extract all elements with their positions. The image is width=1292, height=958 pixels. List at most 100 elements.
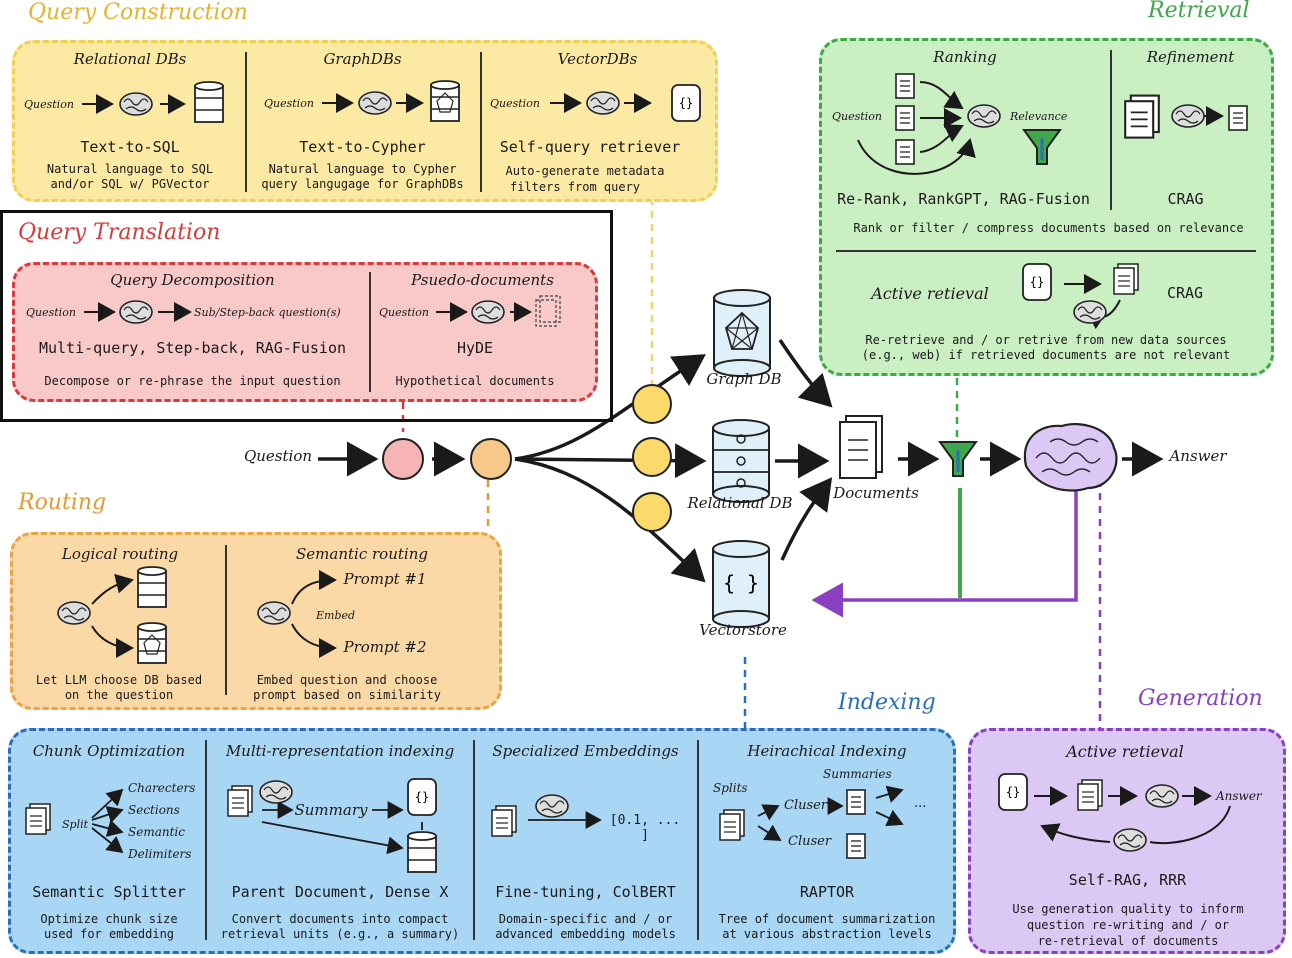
generation-title: Generation <box>1138 686 1263 711</box>
prompt-2: Prompt #2 <box>343 638 427 656</box>
chunk-desc-1: Optimize chunk size <box>40 912 178 926</box>
text-to-sql-desc-1: Natural language to SQL <box>46 162 214 176</box>
cluster-1-label: Cluser <box>784 798 828 813</box>
vectorstore-icon: { } <box>712 540 770 628</box>
construction-node-3 <box>632 492 672 532</box>
relational-db-icon <box>712 419 770 503</box>
active-desc-2: (e.g., web) if retrieved documents are n… <box>861 348 1231 362</box>
self-query-retriever: Self-query retriever <box>499 138 681 156</box>
rank-desc: Rank or filter / compress documents base… <box>853 221 1244 235</box>
embedding-vector: [0.1, ... ] <box>609 813 681 843</box>
graphdbs-title: GraphDBs <box>323 50 402 68</box>
cluster-2-label: Cluser <box>788 834 832 849</box>
qt-question-1: Question <box>26 306 76 319</box>
self-query-desc-1: Auto-generate metadata <box>505 164 665 178</box>
vectordbs-title: VectorDBs <box>557 50 638 68</box>
documents-icon <box>839 415 883 479</box>
logical-routing-title: Logical routing <box>61 545 179 563</box>
rerank-methods: Re-Rank, RankGPT, RAG-Fusion <box>837 190 1090 208</box>
hier-desc-1: Tree of document summarization <box>718 912 936 926</box>
chunk-optimization-title: Chunk Optimization <box>32 742 186 760</box>
text-to-sql-desc-2: and/or SQL w/ PGVector <box>50 177 210 191</box>
documents-label: Documents <box>833 484 919 502</box>
retrieval-title: Retrieval <box>1148 0 1250 23</box>
text-to-cypher: Text-to-Cypher <box>299 138 426 156</box>
raptor: RAPTOR <box>799 883 855 901</box>
semantic-routing-desc-2: prompt based on similarity <box>253 688 441 702</box>
splits-label: Splits <box>713 781 748 795</box>
qc-question-2: Question <box>264 97 314 110</box>
ranking-question: Question <box>832 110 882 123</box>
semantic-splitter: Semantic Splitter <box>32 883 186 901</box>
logical-routing-desc-1: Let LLM choose DB based <box>35 673 203 687</box>
answer-label: Answer <box>1169 447 1227 465</box>
parent-document: Parent Document, Dense X <box>231 883 449 901</box>
construction-node-2 <box>632 437 672 477</box>
relational-dbs-title: Relational DBs <box>73 50 187 68</box>
crag-active: CRAG <box>1166 284 1204 302</box>
routing-node <box>470 438 512 480</box>
hyde-desc: Hypothetical documents <box>395 374 555 388</box>
query-decomposition-title: Query Decomposition <box>110 271 275 289</box>
query-translation-frame <box>0 210 613 422</box>
semantic-routing-title: Semantic routing <box>296 545 428 563</box>
graph-db-icon <box>713 289 771 377</box>
pseudo-documents-title: Psuedo-documents <box>411 271 554 289</box>
routing-title: Routing <box>18 490 107 515</box>
text-to-cypher-desc-2: query langugage for GraphDBs <box>261 177 464 191</box>
crag-refinement: CRAG <box>1167 190 1204 208</box>
graph-db-label: Graph DB <box>706 370 782 388</box>
translation-node <box>382 438 424 480</box>
multi-desc-1: Convert documents into compact <box>231 912 449 926</box>
qc-question-1: Question <box>24 98 74 111</box>
indexing-title: Indexing <box>838 690 936 715</box>
generation-answer: Answer <box>1216 789 1262 803</box>
generation-active-title: Active retieval <box>1066 742 1184 761</box>
special-desc-2: advanced embedding models <box>495 927 676 941</box>
retrieval-panel <box>819 38 1274 376</box>
chunk-desc-2: used for embedding <box>43 927 175 941</box>
split-label: Split <box>62 818 89 831</box>
svg-text:{ }: { } <box>723 571 759 595</box>
construction-node-1 <box>632 384 672 424</box>
qt-question-2: Question <box>379 306 429 319</box>
self-query-desc-2: filters from query <box>509 180 641 194</box>
center-flow-lines <box>318 339 1164 583</box>
specialized-embeddings-title: Specialized Embeddings <box>492 742 679 760</box>
indexing-panel <box>8 728 956 954</box>
chunk-delimiters: Delimiters <box>128 847 192 861</box>
filter-icon <box>938 441 978 477</box>
text-to-cypher-desc-1: Natural language to Cypher <box>268 162 457 176</box>
vectorstore-label: Vectorstore <box>699 621 787 639</box>
special-desc-1: Domain-specific and / or <box>498 912 673 926</box>
decompose-desc: Decompose or re-phrase the input questio… <box>44 374 341 388</box>
query-construction-title: Query Construction <box>28 0 248 25</box>
text-to-sql: Text-to-SQL <box>80 138 180 156</box>
multi-query: Multi-query, Step-back, RAG-Fusion <box>38 339 347 357</box>
summaries-label: Summaries <box>823 767 892 781</box>
semantic-routing-desc-1: Embed question and choose <box>256 673 438 687</box>
ranking-title: Ranking <box>933 48 997 66</box>
qc-question-3: Question <box>490 97 540 110</box>
fine-tuning: Fine-tuning, ColBERT <box>495 883 676 901</box>
query-translation-panel <box>12 262 598 402</box>
query-construction-panel <box>12 40 718 202</box>
chunk-charecters: Charecters <box>128 781 196 795</box>
prompt-1: Prompt #1 <box>343 570 427 588</box>
routing-panel <box>10 532 502 710</box>
hierarchical-indexing-title: Heirachical Indexing <box>747 742 907 760</box>
summary-label: Summary <box>294 801 368 819</box>
sub-step-back: Sub/Step-back question(s) <box>194 306 341 319</box>
generation-desc-2: question re-writing and / or <box>1026 918 1230 932</box>
logical-routing-desc-2: on the question <box>64 688 174 702</box>
brain-icon <box>1023 422 1118 492</box>
multi-desc-2: retrieval units (e.g., a summary) <box>220 927 460 941</box>
hier-desc-2: at various abstraction levels <box>722 927 932 941</box>
chunk-sections: Sections <box>128 803 180 817</box>
active-desc-1: Re-retrieve and / or retrive from new da… <box>865 333 1227 347</box>
embed-label: Embed <box>316 609 356 622</box>
query-translation-title: Query Translation <box>18 220 221 245</box>
center-question: Question <box>243 447 313 465</box>
generation-desc-3: re-retrieval of documents <box>1037 934 1219 948</box>
